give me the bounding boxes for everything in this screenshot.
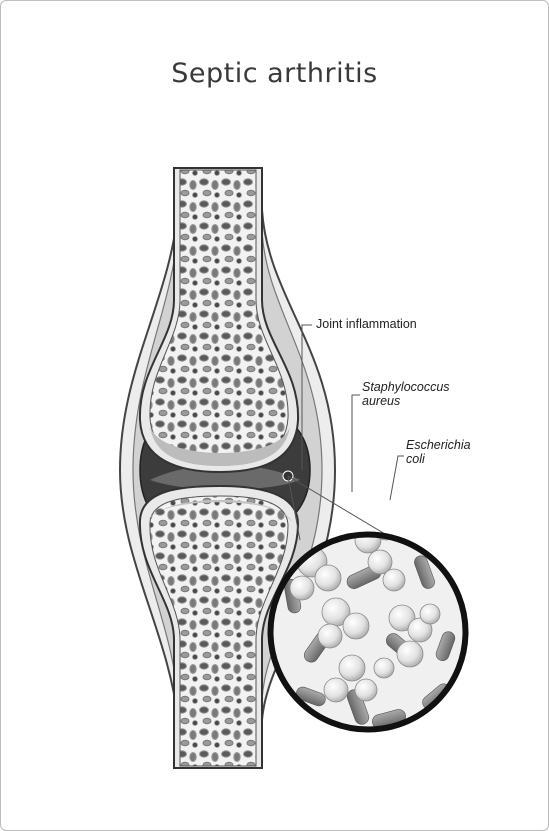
label-escherichia-line2: coli (406, 452, 471, 466)
label-staphylococcus-aureus: Staphylococcus aureus (362, 380, 450, 408)
label-staphylococcus-line2: aureus (362, 394, 450, 408)
label-escherichia-line1: Escherichia (406, 438, 471, 452)
label-escherichia-coli: Escherichia coli (406, 438, 471, 466)
label-staphylococcus-line1: Staphylococcus (362, 380, 450, 394)
label-joint-inflammation: Joint inflammation (316, 317, 417, 331)
